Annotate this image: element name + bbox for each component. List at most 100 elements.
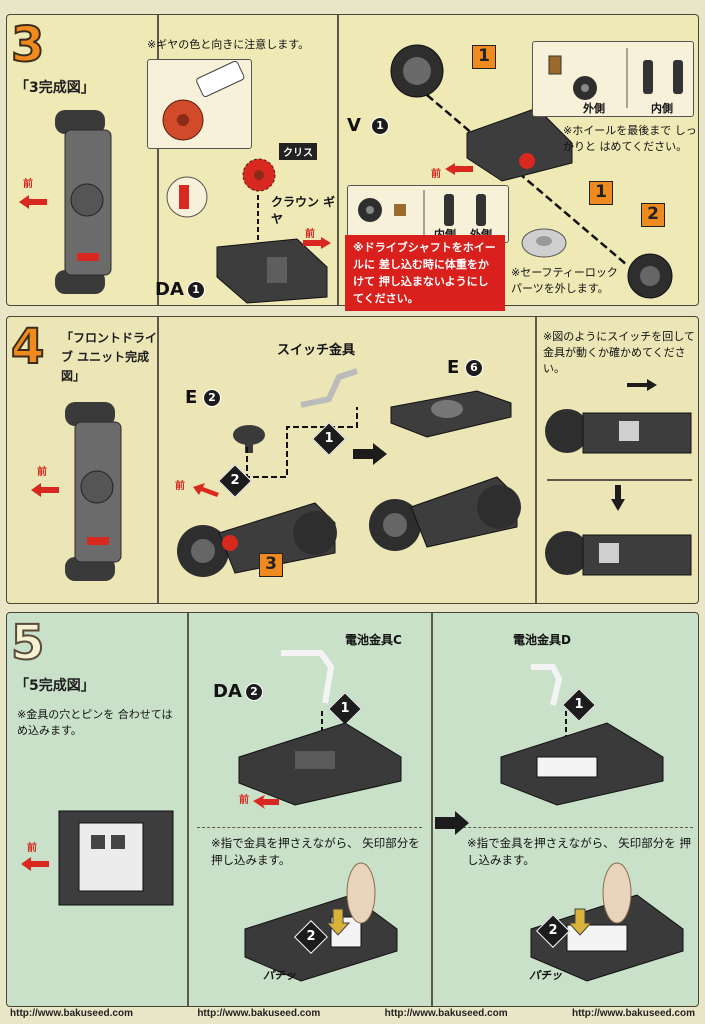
part-number-2: 2 <box>245 683 263 701</box>
step-box-2: 2 <box>641 203 665 227</box>
front-arrow-icon <box>445 163 473 175</box>
switch-bracket-illustration <box>300 368 358 408</box>
front-label: 前 <box>27 843 37 854</box>
part-number-1: 1 <box>187 281 205 299</box>
divider <box>431 613 433 1006</box>
divider <box>157 15 159 305</box>
step-title: 「5完成図」 <box>15 678 95 694</box>
click-label: パチッ <box>529 969 562 982</box>
switch-label: スイッチ金具 <box>277 343 356 358</box>
step-title: 「フロントドライブ ユニット完成図」 <box>61 331 158 384</box>
gear-note: ※ギヤの色と向きに注意します。 <box>147 38 310 51</box>
outer-label: 外側 <box>583 102 605 115</box>
completed-chassis-illustration <box>55 110 112 294</box>
step-box-1: 1 <box>472 45 496 69</box>
part-da1-label: DA <box>155 279 184 300</box>
step-number: 4 <box>10 319 45 375</box>
part-number-1: 1 <box>371 117 389 135</box>
part-e6-label: E <box>447 357 460 378</box>
gear-orientation-inset <box>166 176 208 218</box>
switch-check-note: ※図のようにスイッチを回して 金具が動くか確かめてください。 <box>543 330 695 375</box>
divider <box>197 827 422 829</box>
wheel-illustration <box>627 253 673 299</box>
battery-terminal-d-label: 電池金具D <box>513 633 571 647</box>
divider <box>443 827 693 829</box>
assembly-path-arrow <box>246 407 358 478</box>
part-e2-label: E <box>185 387 198 408</box>
grease-inset <box>147 59 252 149</box>
grease-tube-illustration <box>162 60 245 141</box>
front-arrow-icon <box>253 795 279 809</box>
battery-terminal-d-illustration <box>531 664 563 706</box>
crown-gear-icon <box>242 158 276 192</box>
footer: http://www.bakuseed.com http://www.bakus… <box>0 1008 705 1024</box>
wheel-orientation-inset-bottom: 内側 外側 <box>347 185 509 243</box>
step-box-1: 1 <box>589 181 613 205</box>
front-arrow-icon <box>19 195 47 209</box>
front-label: 前 <box>23 179 33 190</box>
next-arrow-icon <box>353 443 387 465</box>
battery-terminal-c-illustration <box>281 650 335 704</box>
front-label: 前 <box>37 467 47 478</box>
part-number-6: 6 <box>465 359 483 377</box>
wheel-note: ※ホイールを最後まで しっかりと はめてください。 <box>563 124 697 153</box>
switch-before-illustration <box>545 409 692 454</box>
chassis-da2-illustration <box>238 722 402 806</box>
divider <box>547 479 692 481</box>
front-arrow-icon <box>31 483 59 497</box>
divider <box>157 317 159 603</box>
front-arrow-icon <box>303 237 331 249</box>
chassis-illustration <box>466 107 573 182</box>
fit-note: ※金具の穴とピンを 合わせてはめ込みます。 <box>17 708 173 737</box>
footer-url[interactable]: http://www.bakuseed.com <box>384 1008 508 1019</box>
switch-after-illustration <box>545 531 692 576</box>
footer-url[interactable]: http://www.bakuseed.com <box>10 1008 133 1019</box>
part-v1-label: V <box>347 115 361 136</box>
rotate-arrow-icon <box>627 379 657 391</box>
gear-unit-illustration <box>177 502 337 577</box>
safety-lock-note: ※セーフティーロック パーツを外します。 <box>511 266 618 295</box>
grease-label: クリス <box>279 143 317 160</box>
switch-knob-illustration <box>233 425 265 453</box>
divider <box>187 613 189 1006</box>
front-drive-unit-illustration <box>65 402 122 581</box>
footer-url[interactable]: http://www.bakuseed.com <box>571 1008 695 1019</box>
battery-terminal-c-label: 電池金具C <box>345 633 402 647</box>
front-arrow-icon <box>193 483 219 497</box>
step-3-section: 3 「3完成図」 前 ※ギヤの色と向きに注意します。 クリス クラウン ギヤ D… <box>6 14 699 312</box>
front-label: 前 <box>239 795 249 806</box>
press-note: ※指で金具を押さえながら、 矢印部分を 押し込みます。 <box>211 836 420 867</box>
step-title: 「3完成図」 <box>15 80 95 96</box>
step-number: 3 <box>10 17 45 73</box>
step-5-section: 5 「5完成図」 ※金具の穴とピンを 合わせてはめ込みます。 前 電池金具C D… <box>6 612 699 1007</box>
inner-label: 内側 <box>651 102 673 115</box>
chassis-da2-illustration <box>500 722 664 806</box>
front-arrow-icon <box>21 857 49 871</box>
wheel-side-icons <box>358 190 486 238</box>
wheel-orientation-inset-top: 外側 内側 <box>532 41 694 117</box>
click-label: パチッ <box>263 969 296 982</box>
part-number-2: 2 <box>203 389 221 407</box>
gearbox-illustration <box>216 238 328 304</box>
crown-gear-label: クラウン ギヤ <box>271 195 336 226</box>
completed-chassis-illustration <box>58 810 174 906</box>
step-4-section: 4 「フロントドライブ ユニット完成図」 前 スイッチ金具 E 2 1 2 前 … <box>6 316 699 604</box>
divider <box>535 317 537 603</box>
front-label: 前 <box>431 169 441 180</box>
assembled-unit-illustration <box>369 476 521 551</box>
front-label: 前 <box>305 229 315 240</box>
part-da2-label: DA <box>213 681 242 702</box>
next-arrow-icon <box>435 811 469 835</box>
cover-e6-illustration <box>390 390 512 438</box>
drive-shaft-line <box>426 94 628 266</box>
press-illustration <box>530 862 684 982</box>
step-number: 5 <box>10 615 45 671</box>
press-note: ※指で金具を押さえながら、 矢印部分を 押し込みます。 <box>467 836 691 867</box>
drive-shaft-warning: ※ドライブシャフトをホイールに 差し込む時に体重をかけて 押し込まないようにして… <box>345 235 505 312</box>
footer-url[interactable]: http://www.bakuseed.com <box>197 1008 321 1019</box>
safety-lock-part-illustration <box>521 228 567 258</box>
step-box-3: 3 <box>259 553 283 577</box>
wheel-side-icons <box>548 48 683 108</box>
front-label: 前 <box>175 481 185 492</box>
divider <box>337 15 339 305</box>
